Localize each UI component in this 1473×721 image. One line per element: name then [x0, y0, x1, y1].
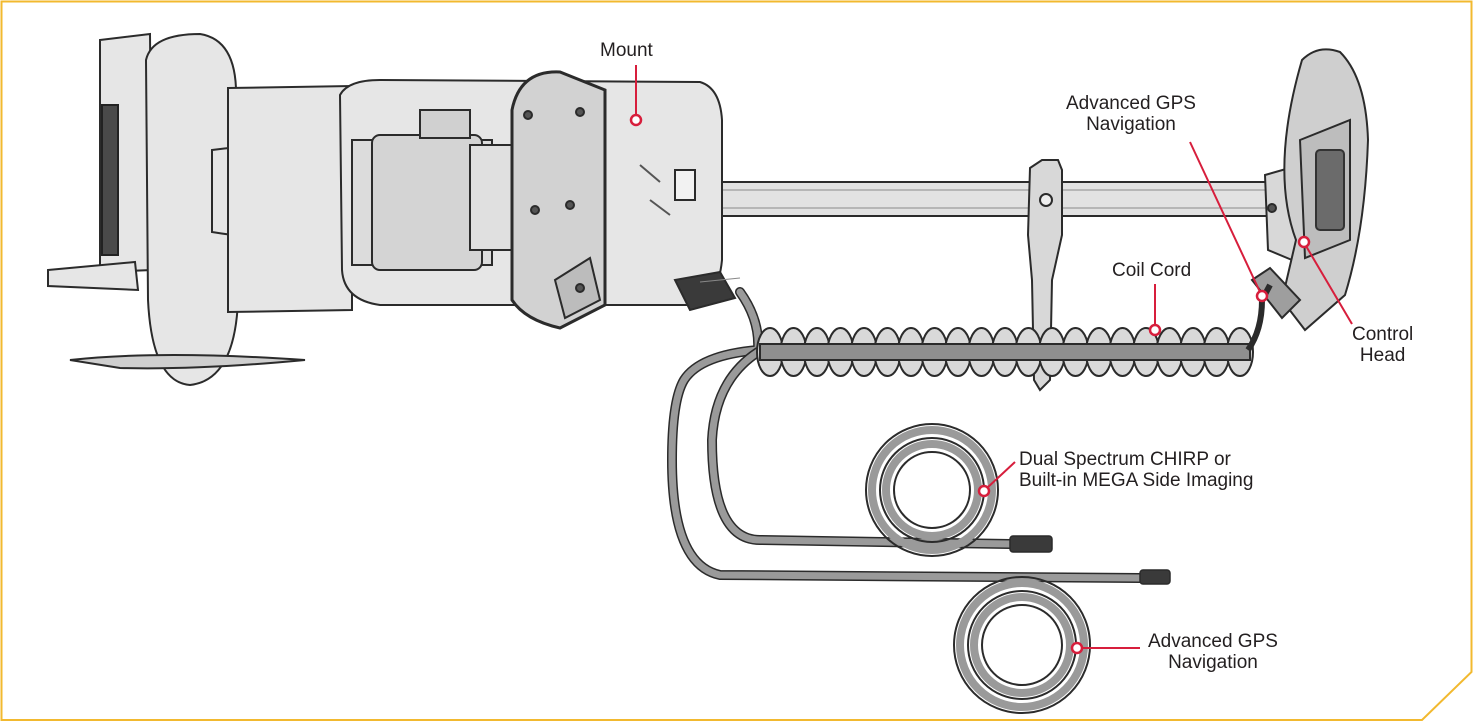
- callout-control-head: [1297, 235, 1353, 325]
- cable-coils: [865, 423, 1091, 714]
- callout-gps-bottom: [1070, 641, 1140, 655]
- label-advanced-gps-bottom: Advanced GPS Navigation: [1148, 631, 1278, 673]
- callout-gps-top: [1189, 141, 1269, 303]
- cord-plug: [673, 270, 741, 312]
- callout-coil-cord: [1148, 284, 1162, 337]
- callout-mount: [629, 65, 643, 127]
- label-mount: Mount: [600, 40, 653, 61]
- label-coil-cord: Coil Cord: [1112, 260, 1192, 281]
- mount: [227, 70, 723, 330]
- cable-connectors: [1009, 535, 1171, 585]
- label-control-head: Control Head: [1352, 324, 1414, 366]
- label-chirp-imaging: Dual Spectrum CHIRP or Built-in MEGA Sid…: [1019, 449, 1254, 491]
- label-advanced-gps-top: Advanced GPS Navigation: [1066, 93, 1196, 135]
- coil-core: [759, 343, 1251, 361]
- coil-cord: [756, 327, 1254, 377]
- control-head: [1250, 48, 1370, 332]
- callouts: [629, 65, 1353, 655]
- callout-chirp: [977, 461, 1016, 498]
